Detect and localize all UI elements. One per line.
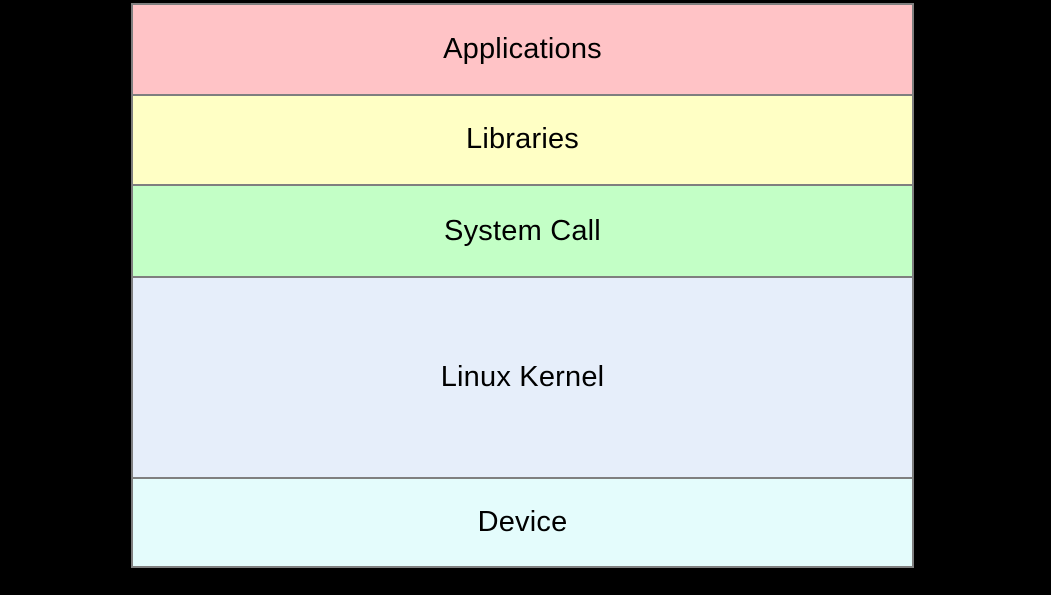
layer-applications-label: Applications: [443, 32, 602, 65]
layer-libraries-label: Libraries: [465, 123, 579, 156]
layer-device: Device: [133, 479, 912, 566]
layer-device-label: Device: [477, 506, 568, 539]
layer-applications: Applications: [133, 5, 912, 96]
layer-system-call-label: System Call: [444, 214, 601, 247]
layer-linux-kernel-label: Linux Kernel: [440, 361, 605, 394]
layer-libraries: Libraries: [133, 95, 912, 187]
architecture-diagram: Applications Libraries System Call Linux…: [131, 3, 914, 568]
layer-system-call: System Call: [133, 186, 912, 278]
layer-linux-kernel: Linux Kernel: [133, 277, 912, 480]
